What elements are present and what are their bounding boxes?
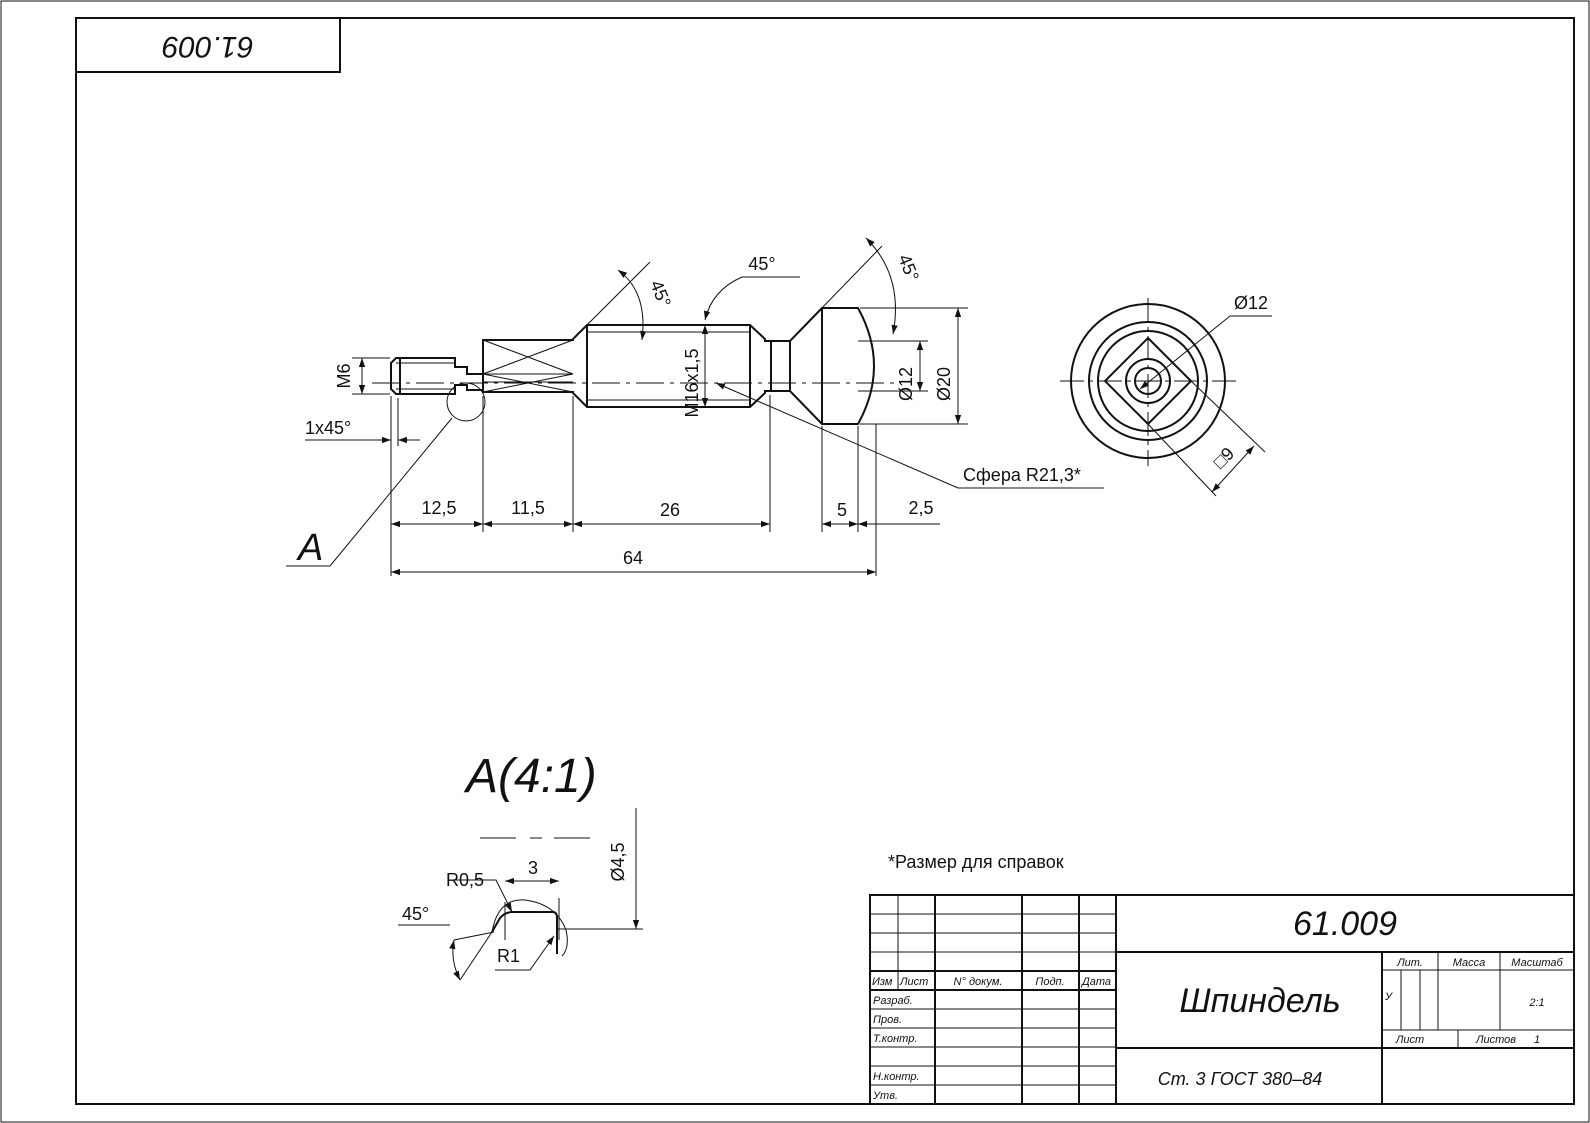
dim-angle-3: 45° bbox=[894, 251, 923, 284]
end-dia12: Ø12 bbox=[1234, 293, 1268, 313]
dim-12-5: 12,5 bbox=[421, 498, 456, 518]
tb-col-doc: N° докум. bbox=[954, 976, 1003, 988]
main-view: A bbox=[286, 237, 1104, 576]
dim-chamfer: 1x45° bbox=[305, 418, 351, 438]
detail-title: A(4:1) bbox=[463, 750, 597, 803]
reference-note: *Размер для справок bbox=[888, 852, 1064, 872]
tb-part-name: Шпиндель bbox=[1179, 982, 1340, 1020]
tb-col-list: Лист bbox=[899, 976, 928, 988]
extension-lines bbox=[352, 307, 968, 576]
top-stamp: 61.009 bbox=[162, 30, 254, 63]
tb-row-nkontr: Н.контр. bbox=[873, 1071, 920, 1083]
tb-sheet-label: Лист bbox=[1395, 1034, 1424, 1046]
end-view: Ø12 □9 bbox=[1060, 293, 1272, 497]
dim-11-5: 11,5 bbox=[511, 498, 545, 518]
part-outline bbox=[390, 307, 875, 425]
thread-lines bbox=[396, 331, 750, 401]
dim-dia20: Ø20 bbox=[934, 367, 954, 401]
detail-dim-3: 3 bbox=[528, 858, 538, 878]
detail-r05: R0,5 bbox=[446, 870, 484, 890]
main-dim-texts: M6 1x45° 12,5 11,5 26 5 2,5 64 M16x1,5 Ø… bbox=[305, 251, 1081, 568]
tb-col-izm: Изм bbox=[872, 976, 893, 988]
detail-dia45: Ø4,5 bbox=[608, 842, 628, 881]
title-block: 61.009 Шпиндель Ст. 3 ГОСТ 380–84 Изм Ли… bbox=[869, 894, 1575, 1105]
dim-64: 64 bbox=[623, 548, 643, 568]
dim-dia12: Ø12 bbox=[896, 367, 916, 401]
tb-lit-value: У bbox=[1384, 991, 1393, 1003]
tb-designation: 61.009 bbox=[1293, 905, 1397, 943]
dim-5: 5 bbox=[837, 500, 847, 520]
dim-angle-2: 45° bbox=[748, 254, 775, 274]
tb-row-prov: Пров. bbox=[873, 1014, 902, 1026]
detail-angle: 45° bbox=[402, 904, 429, 924]
callout-label: A bbox=[296, 527, 323, 569]
detail-r1: R1 bbox=[497, 946, 520, 966]
detail-view: A(4:1) 3 R0,5 R1 45° Ø4,5 bbox=[398, 750, 643, 981]
dim-sphere: Сфера R21,3* bbox=[963, 465, 1081, 485]
tb-row-utv: Утв. bbox=[872, 1090, 898, 1102]
dim-thread: M16x1,5 bbox=[682, 348, 702, 417]
tb-col-sign: Подп. bbox=[1035, 976, 1064, 988]
dimension-lines bbox=[305, 237, 1104, 576]
tb-row-tkontr: Т.контр. bbox=[873, 1033, 917, 1045]
tb-row-razrab: Разраб. bbox=[873, 995, 913, 1007]
dim-26: 26 bbox=[660, 500, 680, 520]
callout-leader bbox=[286, 417, 453, 567]
tb-col-date: Дата bbox=[1080, 976, 1111, 988]
tb-lit-label: Лит. bbox=[1396, 957, 1423, 969]
tb-massa-label: Масса bbox=[1453, 957, 1486, 969]
tb-material: Ст. 3 ГОСТ 380–84 bbox=[1158, 1069, 1322, 1089]
detail-circle bbox=[446, 382, 486, 422]
dim-angle-1: 45° bbox=[646, 277, 675, 310]
dim-m6: M6 bbox=[334, 363, 354, 388]
tb-scale-value: 2:1 bbox=[1528, 997, 1544, 1009]
tb-scale-label: Масштаб bbox=[1511, 957, 1563, 969]
tb-sheets-label: Листов bbox=[1475, 1034, 1516, 1046]
dim-2-5: 2,5 bbox=[908, 498, 933, 518]
tb-sheets-value: 1 bbox=[1534, 1034, 1540, 1046]
